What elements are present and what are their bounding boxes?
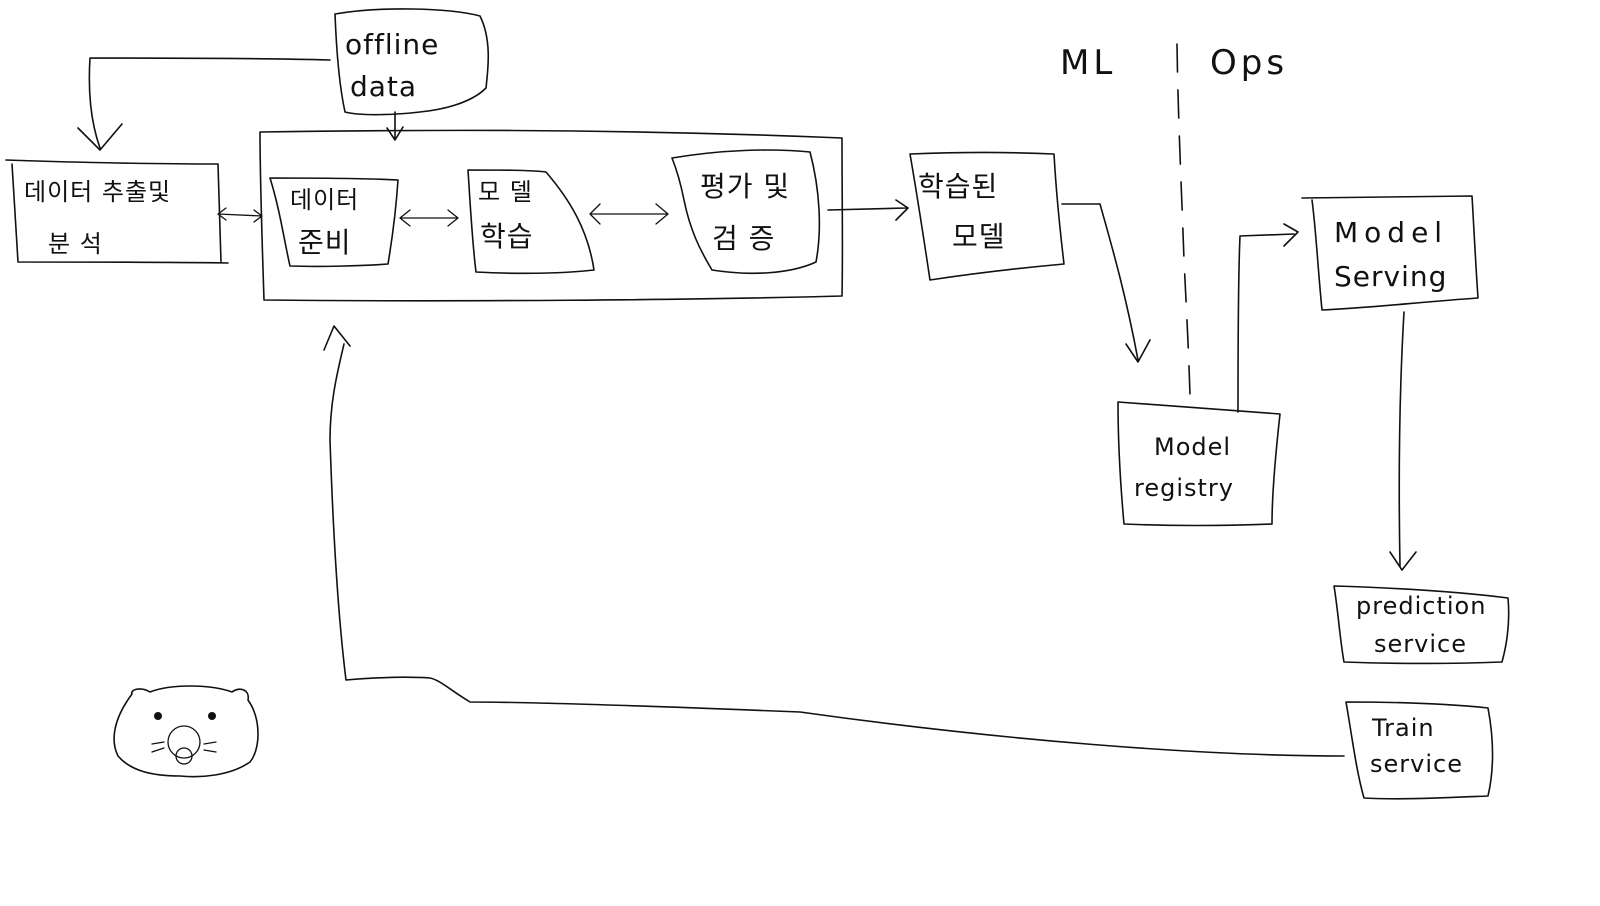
offline-data-label-1: offline [345,28,439,61]
offline-data-label-2: data [350,70,417,103]
model-serving-label-1: Model [1334,216,1448,249]
ml-label: ML [1060,43,1116,83]
offline-to-extraction-arrow [77,57,331,151]
prediction-service-label-1: prediction [1356,592,1486,620]
train-service-label-2: service [1370,750,1463,778]
model-serving-box [1301,195,1479,311]
data-prep-label-1: 데이터 [290,186,359,214]
data-extraction-label-2: 분 석 [48,230,103,258]
trained-model-label-1: 학습된 [918,170,998,203]
model-training-label-1: 모 델 [478,178,533,206]
train-service-box [1345,701,1494,800]
train-service-label-1: Train [1371,714,1435,742]
evaluation-label-2: 검 증 [712,222,775,255]
evaluation-box [671,149,821,275]
model-registry-label-1: Model [1154,433,1231,461]
model-serving-label-2: Serving [1334,260,1447,293]
trained-model-box [909,151,1065,281]
model-registry-label-2: registry [1134,474,1234,502]
trained-model-label-2: 모델 [952,220,1006,253]
pipeline-to-trained-model-arrow [827,199,909,221]
registry-to-serving-arrow [1237,223,1299,413]
data-prep-label-2: 준비 [298,226,352,259]
prediction-service-label-2: service [1374,630,1467,658]
pipeline-container [259,129,844,302]
model-training-label-2: 학습 [480,220,534,253]
train-service-feedback-arrow [323,325,1345,757]
ml-ops-divider [1176,43,1191,396]
hamster-doodle-icon [113,685,259,778]
ops-label: Ops [1210,43,1288,83]
serving-to-prediction-arrow [1389,311,1417,571]
extraction-pipeline-double-arrow [217,207,263,223]
data-extraction-label-1: 데이터 추출및 [24,178,171,206]
trained-model-to-registry-arrow [1061,203,1151,363]
data-prep-box [269,177,399,268]
offline-data-shape [334,8,490,116]
prediction-service-box [1333,585,1510,665]
data-extraction-box [5,159,229,264]
model-registry-box [1117,401,1281,527]
training-evaluation-double-arrow [589,203,669,225]
prep-training-double-arrow [399,209,459,227]
offline-to-pipeline-arrow [386,111,404,141]
model-training-box [467,169,595,275]
evaluation-label-1: 평가 및 [700,170,790,203]
